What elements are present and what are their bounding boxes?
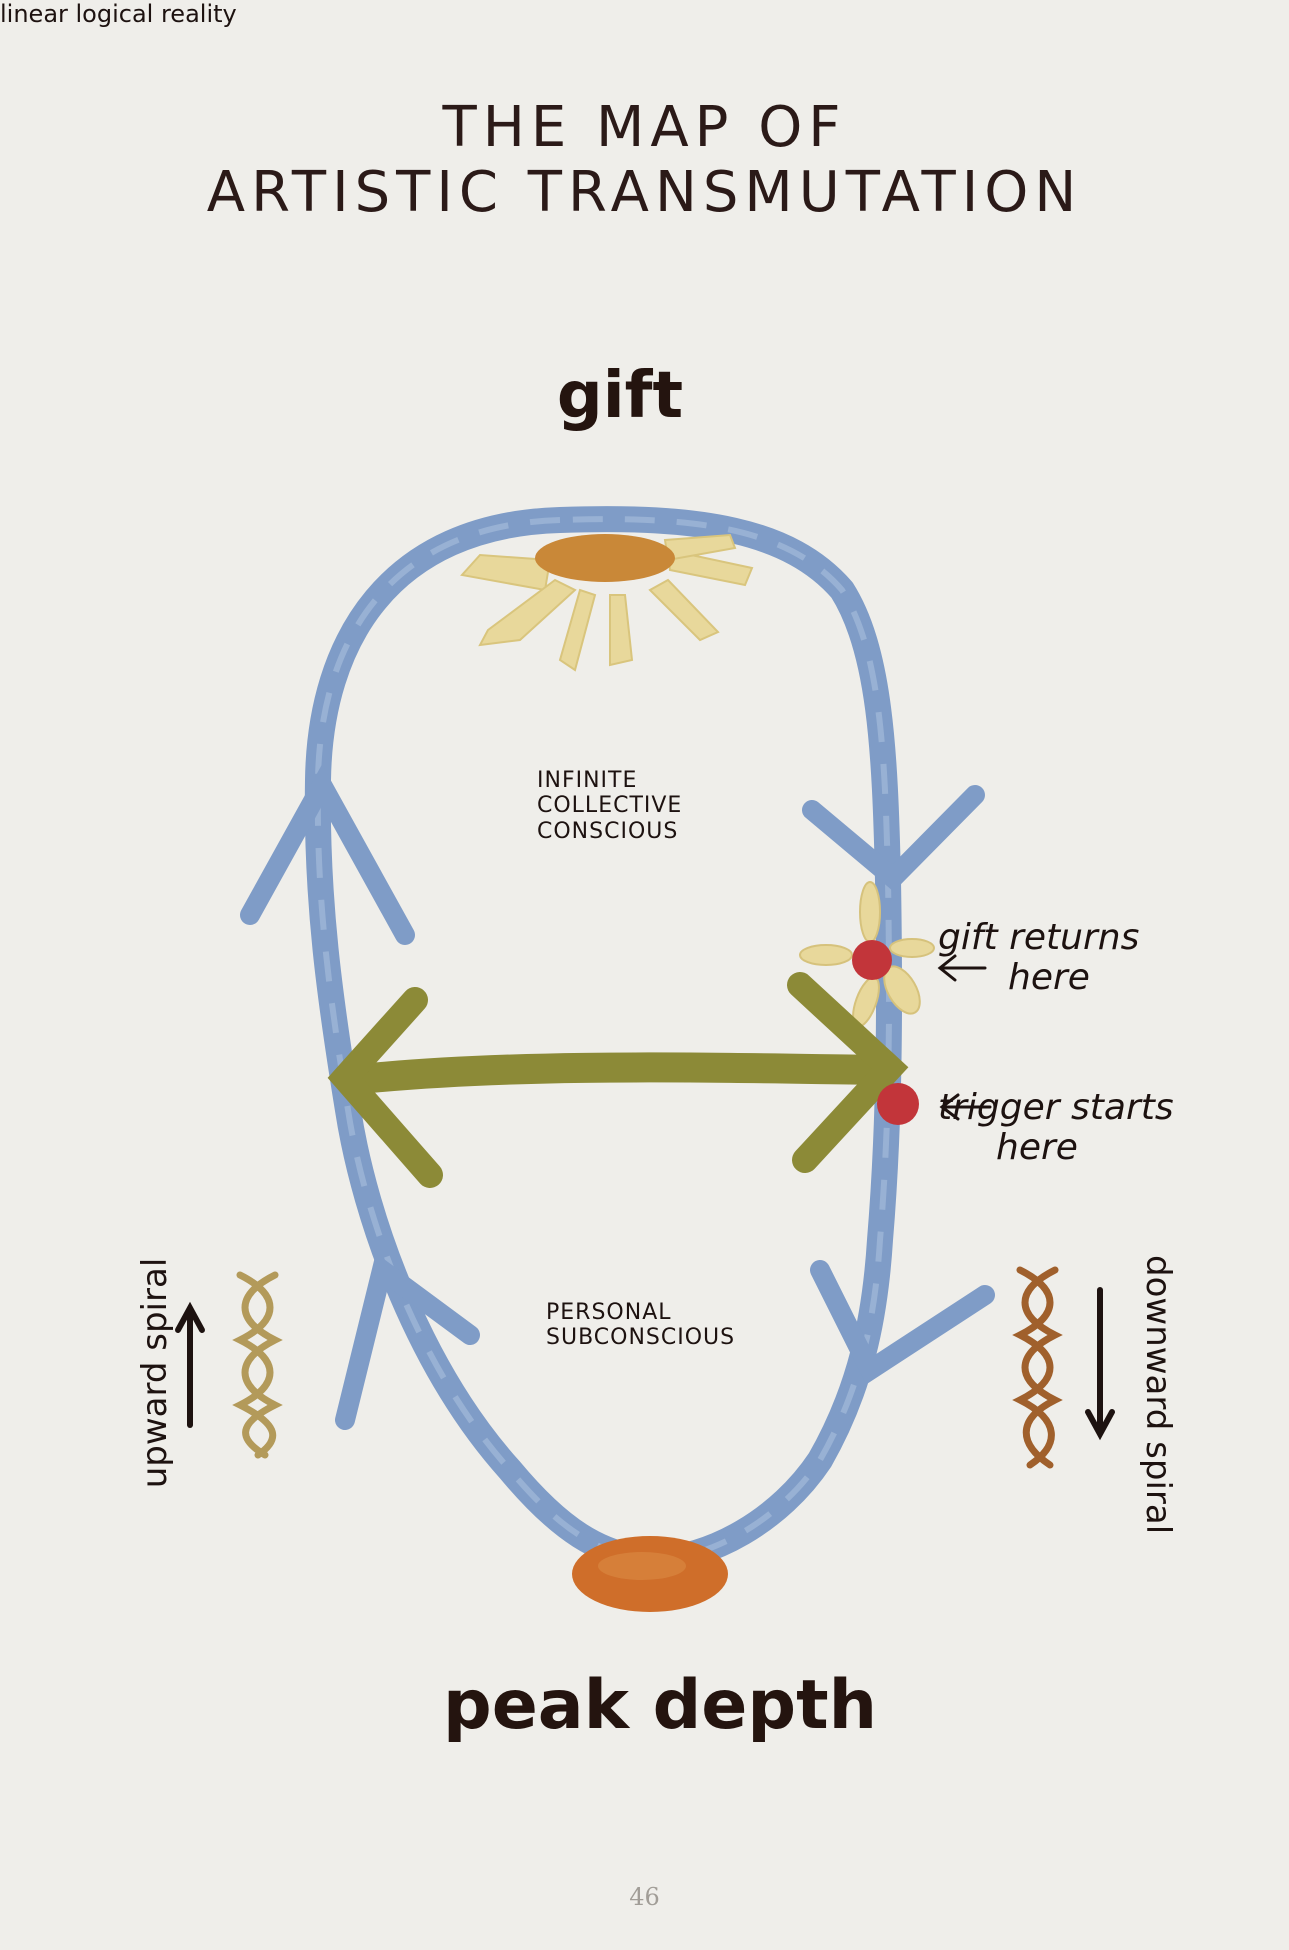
trigger-arrow [939, 1093, 992, 1121]
personal-line-2: SUBCONSCIOUS [546, 1325, 736, 1351]
gift-returns-line-1: gift returns [938, 917, 1140, 958]
gift-returns-note: gift returns here [938, 918, 1139, 997]
downward-spiral-icon [1012, 1266, 1063, 1469]
down-arrowhead-upper [802, 785, 985, 892]
infinite-line-3: CONSCIOUS [537, 818, 679, 844]
trigger-dot [877, 1083, 919, 1125]
gift-label: gift [556, 359, 684, 433]
up-arrowhead-upper [240, 764, 415, 945]
gift-returns-line-2: here [1008, 956, 1090, 998]
down-arrowhead-lower [810, 1260, 995, 1385]
annotation-arrows [937, 954, 992, 1121]
loop-path [304, 506, 903, 1573]
linear-double-arrow [327, 972, 909, 1188]
up-arrowhead-lower [335, 1253, 480, 1430]
peak-depth-blob [572, 1536, 728, 1612]
page-number: 46 [629, 1883, 660, 1911]
infinite-line-2: COLLECTIVE [537, 793, 683, 819]
loop-stroke [304, 506, 903, 1573]
linear-logical-reality-label: linear logical reality [0, 0, 237, 28]
upward-arrow-icon [175, 1301, 205, 1428]
peak-depth-label: peak depth [443, 1666, 877, 1745]
title-line-2: ARTISTIC TRANSMUTATION [206, 160, 1083, 225]
flower-center [852, 940, 892, 980]
upward-spiral-icon [232, 1271, 283, 1459]
infinite-collective-conscious-label: INFINITE COLLECTIVE CONSCIOUS [537, 768, 737, 844]
trigger-starts-note: trigger starts here [938, 1088, 1174, 1167]
personal-subconscious-label: PERSONAL SUBCONSCIOUS [546, 1300, 806, 1351]
sun-icon [460, 533, 754, 672]
infinite-line-1: INFINITE [537, 768, 638, 793]
downward-spiral-label: downward spiral [1138, 1255, 1178, 1535]
downward-arrow-icon [1085, 1287, 1115, 1441]
flower-icon [799, 881, 935, 1028]
loop-highlight [314, 516, 893, 1564]
upward-spiral-label: upward spiral [135, 1257, 175, 1489]
gift-returns-arrow [937, 954, 987, 982]
trigger-starts-line-1: trigger starts [938, 1087, 1174, 1128]
trigger-starts-line-2: here [996, 1126, 1078, 1168]
sun-core [535, 534, 675, 582]
title-line-1: THE MAP OF [442, 95, 847, 160]
personal-line-1: PERSONAL [546, 1300, 672, 1325]
